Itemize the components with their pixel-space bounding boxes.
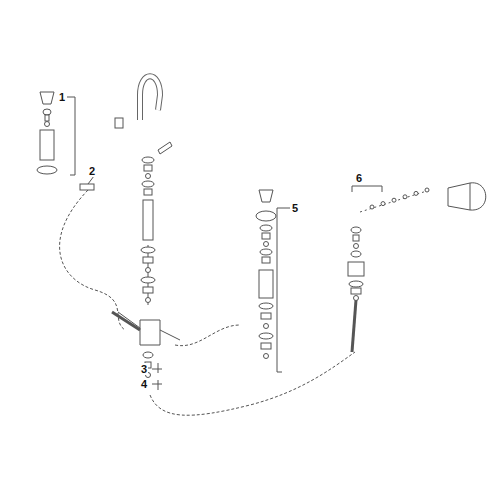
small-part [262,233,270,239]
small-part [425,188,429,192]
small-part [353,235,359,241]
handle-cap [40,92,54,104]
small-part [403,195,407,199]
small-part [146,298,151,303]
small-part [144,189,152,195]
small-part [143,352,153,358]
handle-cap [259,190,273,202]
handshower [448,183,486,210]
hose [360,190,430,212]
leader-bracket [352,186,382,192]
leader-bracket [152,380,162,390]
valve-body [40,130,54,160]
small-part [146,268,151,273]
hose-fitting [80,184,94,190]
handshower-face [470,183,471,210]
small-part [45,122,50,127]
callout-number: 5 [291,202,299,214]
small-part [260,249,272,255]
small-part [45,115,49,121]
callout-number: 6 [355,172,363,184]
small-part [351,227,361,233]
callout-number: 4 [140,378,148,390]
leader-bracket [277,208,290,372]
spout [140,76,160,120]
small-part [141,277,155,283]
small-part [351,251,361,257]
leader-bracket [152,363,162,373]
callout-number: 3 [140,363,148,375]
small-part [143,257,153,263]
flange-nut [37,166,57,174]
callout-number: 1 [58,91,66,103]
small-part [351,288,361,294]
supply-pipe [112,312,140,330]
small-part [264,324,269,329]
escutcheon [256,211,276,221]
small-part [261,343,271,349]
hose [175,325,240,346]
rod [148,245,149,305]
small-part [262,257,270,263]
valve-body [259,270,273,298]
leader-bracket [67,97,75,175]
small-part [143,287,153,293]
small-part [414,191,418,195]
aerator [115,118,123,128]
callout-number: 2 [88,165,96,177]
small-part [354,296,359,301]
small-part [392,198,396,202]
hose [150,352,355,415]
spout-body [143,200,153,240]
small-part [349,281,363,287]
small-part [264,354,269,359]
hose-tube [352,300,356,352]
small-part [146,174,151,179]
tee-fitting [118,312,180,345]
small-part [370,205,374,209]
small-part [261,313,271,319]
small-part [144,165,152,171]
small-part [354,244,359,249]
small-part [264,242,269,247]
small-part [259,303,273,309]
small-part [142,181,154,187]
small-part [141,247,155,253]
small-part [142,157,154,163]
leader-line [88,176,94,184]
diverter-body [348,262,364,276]
spout-inner [140,76,160,120]
small-part [260,225,272,231]
small-part [259,333,273,339]
small-part [43,109,51,115]
hose [60,190,125,330]
lever [158,142,172,154]
small-part [381,202,385,206]
